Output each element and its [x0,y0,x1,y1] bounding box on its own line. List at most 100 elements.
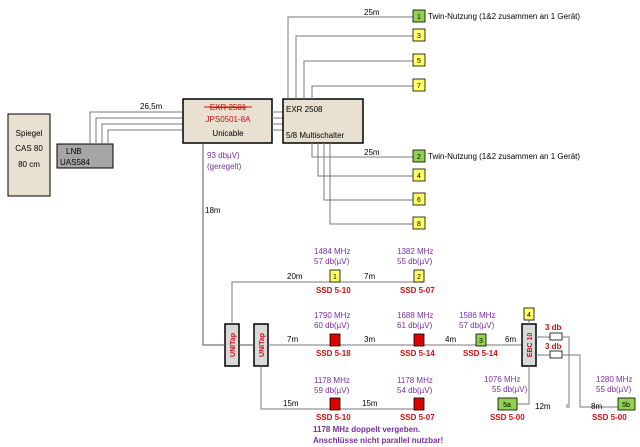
ebc-length-b: 8m [591,402,602,411]
trunk-length: 18m [205,206,221,215]
outlet-mid-1 [329,333,341,347]
outlet-mid-2-ssd: SSD 5-14 [400,349,435,358]
svg-text:5a: 5a [503,402,511,409]
dish-box [7,113,51,197]
branch-mid: 7m 3m 4m 6m 1790 MHz 60 db(µV) SSD 5-18 … [268,311,522,358]
branch-mid-length-b: 3m [364,335,375,344]
ebc-length-a: 12m [535,402,551,411]
outlet-mid-3-ssd: SSD 5-14 [463,349,498,358]
svg-text:1: 1 [417,14,421,21]
multiswitch-model: EXR 2508 [286,105,323,114]
twin-note-1: Twin-Nutzung (1&2 zusammen an 1 Gerät) [428,12,580,21]
dish: Spiegel CAS 80 80 cm [7,113,51,197]
outlet-5a [497,397,518,411]
lnb-feed-cables: 26,5m [89,102,183,144]
output-box-4 [412,168,426,182]
svg-text:3: 3 [417,33,421,40]
outlet-bottom-1-db: 59 db(µV) [314,386,350,395]
multiswitch-output-boxes: 1 3 5 7 2 4 6 8 Twin-Nutzung (1&2 zusamm… [412,9,580,230]
outlet-bottom-1-mhz: 1178 MHz [314,376,350,385]
svg-text:1: 1 [333,274,337,281]
output-box-3 [412,28,426,42]
svg-text:2: 2 [417,274,421,281]
trunk-cable: 18m [202,143,221,326]
outlet-5b [617,397,636,411]
outlet-5a-mhz: 1076 MHz [484,375,520,384]
svg-text:7: 7 [417,83,421,90]
outlet-top-2-mhz: 1382 MHz [397,247,433,256]
unicable-box [182,98,273,144]
branch-mid-length-c: 4m [445,335,456,344]
lower-cable-length: 25m [364,148,380,157]
svg-text:4: 4 [527,312,531,319]
outlet-bottom-1-ssd: SSD 5-10 [316,413,351,422]
outlet-top-1-mhz: 1484 MHz [314,247,350,256]
branch-mid-length-d: 6m [505,335,516,344]
output-box-8 [412,216,426,230]
outlet-5b-db: 55 db(µV) [596,385,632,394]
trunk-to-tap1 [202,326,225,346]
svg-text:2: 2 [417,154,421,161]
upper-cable-length: 25m [364,8,380,17]
branch-mid-length-a: 7m [287,335,298,344]
branch-bottom: 15m 15m 1178 MHz 59 db(µV) SSD 5-10 1178… [260,366,435,422]
branch-top-length-a: 20m [287,272,303,281]
attenuator-1 [549,332,563,341]
unitap-2-label: UNITap [259,333,266,357]
twin-note-2: Twin-Nutzung (1&2 zusammen an 1 Gerät) [428,152,580,161]
multiswitch-label: 5/8 Multischalter [286,131,345,140]
unicable-model: JPS0501-8A [206,115,252,124]
multiswitch: EXR 2508 5/8 Multischalter [282,98,364,144]
warning-line-1: 1178 MHz doppelt vergeben. [313,425,420,434]
outlet-mid-1-ssd: SSD 5-18 [316,349,351,358]
branch-top: 20m 7m 1 1484 MHz 57 db(µV) SSD 5-10 2 1… [231,247,435,324]
lnb-label-2: UAS584 [60,158,90,167]
outlet-top-1-db: 57 db(µV) [314,257,350,266]
outlet-top-1 [329,269,341,283]
dish-label-3: 80 cm [18,160,40,169]
outlet-bottom-2-db: 54 db(µV) [397,386,433,395]
output-box-7 [412,78,426,92]
outlet-mid-1-mhz: 1790 MHz [314,311,350,320]
ebc-box-above [523,307,535,321]
lnb-label-1: LNB [66,147,82,156]
attenuator-2-label: 3 db [545,342,562,351]
outlet-bottom-2-mhz: 1178 MHz [397,376,433,385]
outlet-top-2-ssd: SSD 5-07 [400,286,435,295]
outlet-top-1-ssd: SSD 5-10 [316,286,351,295]
outlet-mid-2-mhz: 1688 MHz [397,311,433,320]
outlet-5b-ssd: SSD 5-00 [592,413,627,422]
unicable-switch: EXR 2501 JPS0501-8A Unicable [182,98,273,144]
dish-label-1: Spiegel [16,129,43,138]
unitap-1-label: UNITap [230,333,237,357]
output-box-2 [412,149,426,163]
outlet-mid-2-db: 61 db(µV) [397,321,433,330]
unicable-output-note: (geregelt) [207,162,242,171]
lnb: LNB UAS584 [56,143,114,169]
outlet-mid-1-db: 60 db(µV) [314,321,350,330]
outlet-top-2-db: 55 db(µV) [397,257,433,266]
output-box-1 [412,9,426,23]
svg-text:5: 5 [417,58,421,65]
svg-text:8: 8 [417,221,421,228]
attenuator-1-label: 3 db [545,323,562,332]
multiswitch-box [282,98,364,144]
outlet-mid-3-mhz: 1586 MHz [459,311,495,320]
outlet-bottom-2-ssd: SSD 5-07 [400,413,435,422]
ebc-splitter: EBC 10 4 3 db 3 db 12m 8m 5a 1076 MHz 55… [484,307,636,422]
outlet-5b-mhz: 1280 MHz [596,375,632,384]
outlet-mid-2 [413,333,425,347]
multiswitch-lower-outputs: 25m [311,143,413,225]
attenuator-2 [549,350,563,359]
outlet-5a-db: 55 db(µV) [492,385,528,394]
lnb-box [56,143,114,169]
ebc-label: EBC 10 [527,333,534,358]
dish-label-2: CAS 80 [15,144,43,153]
outlet-mid-3 [475,333,487,347]
output-box-6 [412,192,426,206]
outlet-bottom-2 [413,397,425,411]
outlet-5a-ssd: SSD 5-00 [490,413,525,422]
multiswitch-upper-outputs: 25m [287,8,413,99]
svg-text:4: 4 [417,173,421,180]
